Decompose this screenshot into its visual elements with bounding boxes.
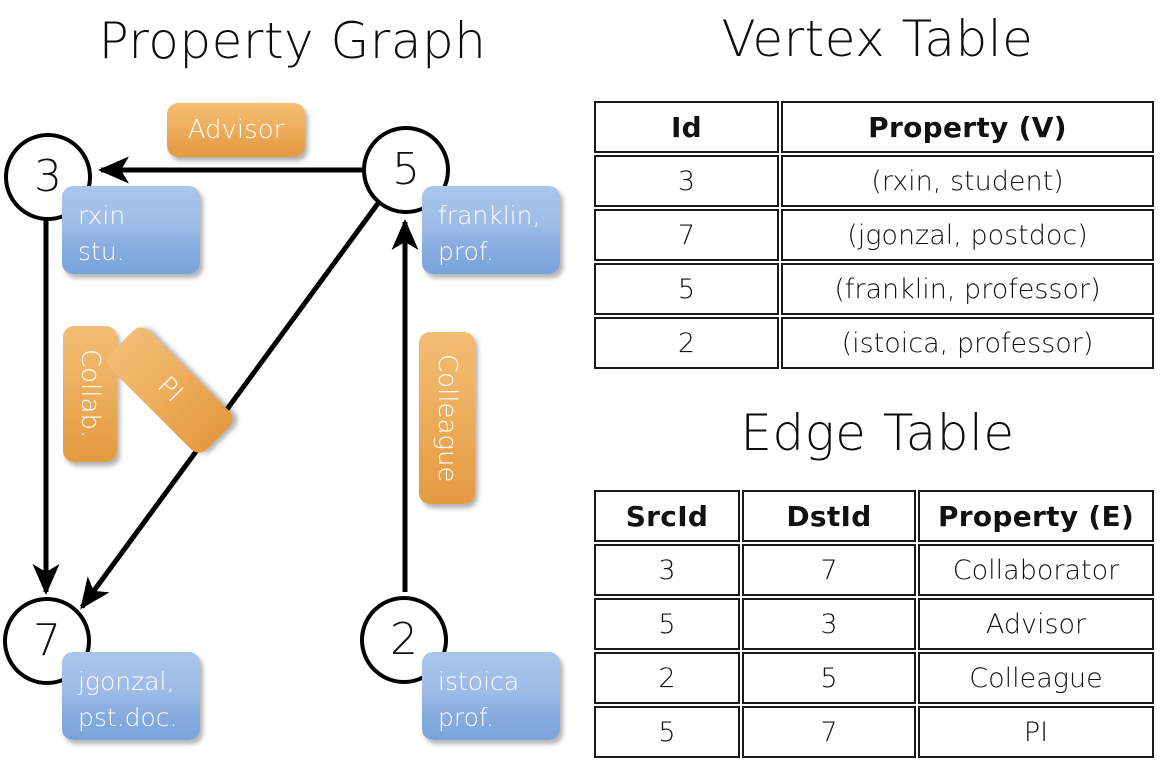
- vertex-property-box-2-line1: istoica: [438, 667, 520, 696]
- edge-table: SrcId DstId Property (E) 3 7 Collaborato…: [592, 488, 1156, 760]
- edge-table-col-srcid: SrcId: [594, 490, 740, 542]
- vertex-property-box-5-line2: prof.: [438, 237, 494, 267]
- vertex-table-cell-property: (franklin, professor): [781, 263, 1154, 315]
- edge-table-cell-srcid: 5: [594, 598, 740, 650]
- edge-table-col-dstid: DstId: [742, 490, 916, 542]
- vertex-table-cell-property: (rxin, student): [781, 155, 1154, 207]
- vertex-node-3-label: 3: [34, 151, 62, 202]
- edge-table-cell-property: PI: [918, 706, 1154, 758]
- vertex-table-cell-id: 3: [594, 155, 779, 207]
- edge-table-cell-srcid: 2: [594, 652, 740, 704]
- table-row[interactable]: 5 (franklin, professor): [594, 263, 1154, 315]
- edge-label-advisor-text: Advisor: [187, 115, 285, 145]
- edge-table-cell-srcid: 5: [594, 706, 740, 758]
- edge-table-cell-property: Colleague: [918, 652, 1154, 704]
- edge-table-header-row: SrcId DstId Property (E): [594, 490, 1154, 542]
- edge-label-advisor: Advisor: [167, 103, 305, 157]
- table-row[interactable]: 5 7 PI: [594, 706, 1154, 758]
- vertex-table-col-id: Id: [594, 101, 779, 153]
- edge-table-cell-dstid: 7: [742, 544, 916, 596]
- vertex-table-cell-property: (istoica, professor): [781, 317, 1154, 369]
- edge-label-colleague-text: Colleague: [432, 353, 462, 483]
- vertex-property-box-5: franklin, prof.: [422, 186, 560, 274]
- vertex-property-box-7-line1: jgonzal,: [78, 667, 175, 696]
- page-title-property-graph: Property Graph: [98, 12, 487, 70]
- property-graph-diagram: 3 5 7 2 rxin stu. franklin, prof. jgonza…: [3, 103, 560, 740]
- vertex-property-box-7: jgonzal, pst.doc.: [62, 652, 200, 740]
- page-title-edge-table: Edge Table: [740, 404, 1015, 462]
- vertex-property-box-2: istoica prof.: [422, 652, 560, 740]
- vertex-property-box-3-line1: rxin: [78, 201, 126, 230]
- vertex-table: Id Property (V) 3 (rxin, student) 7 (jgo…: [592, 99, 1156, 371]
- edge-label-collab-text: Collab.: [75, 349, 105, 439]
- vertex-property-box-3-line2: stu.: [78, 237, 125, 267]
- page-title-vertex-table: Vertex Table: [721, 10, 1034, 68]
- vertex-node-5-label: 5: [392, 144, 420, 195]
- edge-5-to-7: [79, 200, 382, 610]
- edge-label-collab: Collab.: [63, 326, 117, 462]
- table-row[interactable]: 3 (rxin, student): [594, 155, 1154, 207]
- vertex-table-cell-id: 7: [594, 209, 779, 261]
- vertex-property-box-5-line1: franklin,: [438, 201, 541, 230]
- edge-table-col-property: Property (E): [918, 490, 1154, 542]
- vertex-node-2-label: 2: [390, 614, 418, 665]
- table-row[interactable]: 2 (istoica, professor): [594, 317, 1154, 369]
- edge-label-pi-text: PI: [151, 371, 189, 409]
- table-row[interactable]: 2 5 Colleague: [594, 652, 1154, 704]
- edge-table-cell-property: Advisor: [918, 598, 1154, 650]
- vertex-property-box-3: rxin stu.: [62, 186, 200, 274]
- vertex-property-box-7-line2: pst.doc.: [78, 703, 178, 733]
- vertex-table-header-row: Id Property (V): [594, 101, 1154, 153]
- vertex-table-col-property: Property (V): [781, 101, 1154, 153]
- edge-table-cell-dstid: 3: [742, 598, 916, 650]
- edge-table-cell-srcid: 3: [594, 544, 740, 596]
- table-row[interactable]: 3 7 Collaborator: [594, 544, 1154, 596]
- table-row[interactable]: 5 3 Advisor: [594, 598, 1154, 650]
- table-row[interactable]: 7 (jgonzal, postdoc): [594, 209, 1154, 261]
- edge-label-colleague: Colleague: [419, 332, 475, 504]
- vertex-table-cell-id: 2: [594, 317, 779, 369]
- vertex-property-box-2-line2: prof.: [438, 703, 494, 733]
- vertex-table-cell-id: 5: [594, 263, 779, 315]
- vertex-table-cell-property: (jgonzal, postdoc): [781, 209, 1154, 261]
- vertex-node-2[interactable]: 2: [360, 596, 448, 684]
- edge-table-cell-dstid: 5: [742, 652, 916, 704]
- vertex-node-7-label: 7: [33, 615, 61, 666]
- vertex-node-5[interactable]: 5: [362, 126, 450, 214]
- graph-edge-lines: [32, 156, 419, 610]
- edge-table-cell-property: Collaborator: [918, 544, 1154, 596]
- edge-table-cell-dstid: 7: [742, 706, 916, 758]
